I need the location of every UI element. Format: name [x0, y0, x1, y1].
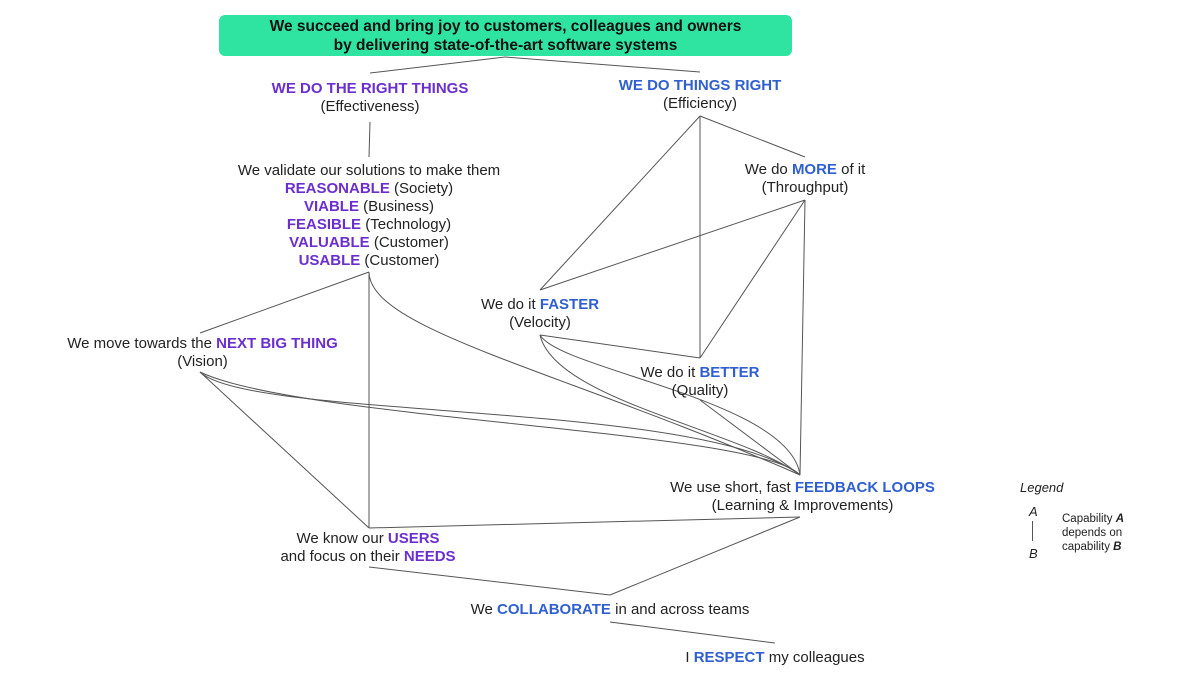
- edge-goal-things-right: [504, 56, 701, 73]
- edge-better-feedback: [699, 399, 801, 476]
- node-more: We do MORE of it (Throughput): [735, 161, 875, 197]
- node-faster: We do it FASTER (Velocity): [470, 296, 610, 332]
- goal-line-2: by delivering state-of-the-art software …: [333, 37, 678, 54]
- legend-text-1: Capability: [1062, 513, 1116, 525]
- right-things-title: WE DO THE RIGHT THINGS: [271, 80, 469, 97]
- edge-things-right-more: [699, 115, 806, 158]
- validate-row: VIABLE (Business): [229, 198, 509, 216]
- next-pre: We move towards the: [67, 335, 217, 352]
- legend-explanation: Capability A depends on capability B: [1062, 512, 1124, 554]
- goal-line-1: We succeed and bring joy to customers, c…: [269, 18, 742, 35]
- edge-users-collab: [368, 566, 611, 596]
- edge-feedback-collab: [609, 516, 801, 596]
- next-sub: (Vision): [177, 353, 228, 370]
- feedback-pre: We use short, fast: [670, 479, 795, 496]
- edge-validate-next: [199, 271, 370, 334]
- faster-hl: FASTER: [539, 296, 600, 313]
- legend-a: A: [1029, 504, 1038, 519]
- feedback-sub: (Learning & Improvements): [711, 497, 894, 514]
- legend-dependency-line: [1032, 521, 1033, 541]
- validate-key-feasible: FEASIBLE: [286, 216, 362, 233]
- legend-text-3: capability: [1062, 541, 1114, 553]
- collab-hl: COLLABORATE: [497, 601, 611, 618]
- validate-val-technology: (Technology): [361, 216, 452, 233]
- edge-things-right-faster: [539, 115, 701, 291]
- edge-more-feedback: [799, 199, 806, 476]
- better-pre: We do it: [640, 364, 700, 381]
- node-next-big-thing: We move towards the NEXT BIG THING (Visi…: [55, 335, 350, 371]
- validate-intro: We validate our solutions to make them: [237, 162, 501, 179]
- validate-key-viable: VIABLE: [303, 198, 359, 215]
- better-hl: BETTER: [699, 364, 760, 381]
- faster-pre: We do it: [480, 296, 540, 313]
- validate-val-business: (Business): [358, 198, 435, 215]
- validate-row: VALUABLE (Customer): [229, 234, 509, 252]
- more-hl: MORE: [791, 161, 837, 178]
- respect-hl: RESPECT: [693, 649, 765, 666]
- edge-next-feedback-b: [199, 371, 801, 476]
- node-things-right: WE DO THINGS RIGHT (Efficiency): [610, 77, 790, 113]
- things-right-sub: (Efficiency): [663, 95, 737, 112]
- users-pre: We know our: [296, 530, 388, 547]
- legend-title: Legend: [1020, 480, 1064, 495]
- edge-next-feedback-a: [199, 371, 801, 476]
- edge-faster-better: [539, 334, 701, 359]
- node-respect: I RESPECT my colleagues: [670, 649, 880, 667]
- goal-banner: We succeed and bring joy to customers, c…: [219, 15, 792, 56]
- edge-faster-feedback-b: [539, 334, 801, 476]
- more-sub: (Throughput): [761, 179, 849, 196]
- validate-val-society: (Society): [389, 180, 454, 197]
- validate-row: FEASIBLE (Technology): [229, 216, 509, 234]
- edge-collab-respect: [609, 621, 776, 644]
- edge-more-better: [699, 199, 806, 359]
- more-pre: We do: [744, 161, 792, 178]
- validate-row: USABLE (Customer): [229, 252, 509, 270]
- validate-val-customer-2: (Customer): [360, 252, 440, 269]
- users-pre2: and focus on their: [280, 548, 404, 565]
- edge-right-things-validate: [368, 121, 371, 158]
- edge-more-faster: [539, 199, 806, 291]
- validate-row: REASONABLE (Society): [229, 180, 509, 198]
- things-right-title: WE DO THINGS RIGHT: [618, 77, 782, 94]
- respect-post: my colleagues: [764, 649, 865, 666]
- collab-pre: We: [470, 601, 498, 618]
- node-collaborate: We COLLABORATE in and across teams: [460, 601, 760, 619]
- respect-pre: I: [685, 649, 694, 666]
- validate-key-reasonable: REASONABLE: [284, 180, 390, 197]
- node-validate: We validate our solutions to make them R…: [229, 162, 509, 270]
- collab-post: in and across teams: [610, 601, 750, 618]
- more-post: of it: [836, 161, 866, 178]
- users-hl: USERS: [387, 530, 440, 547]
- legend-text-a: A: [1115, 513, 1125, 525]
- edge-users-feedback: [368, 516, 801, 529]
- legend-b: B: [1029, 546, 1038, 561]
- users-hl2: NEEDS: [403, 548, 456, 565]
- edge-faster-feedback-a: [539, 334, 801, 476]
- legend-text-2: depends on: [1062, 527, 1123, 539]
- edge-goal-right-things: [369, 56, 506, 74]
- legend: Legend A B Capability A depends on capab…: [1010, 480, 1150, 570]
- node-right-things: WE DO THE RIGHT THINGS (Effectiveness): [270, 80, 470, 116]
- edge-validate-feedback: [368, 271, 801, 476]
- node-users: We know our USERS and focus on their NEE…: [268, 530, 468, 566]
- better-sub: (Quality): [671, 382, 729, 399]
- node-feedback-loops: We use short, fast FEEDBACK LOOPS (Learn…: [660, 479, 945, 515]
- legend-text-b: B: [1113, 541, 1122, 553]
- edge-next-users: [199, 371, 370, 529]
- validate-val-customer-1: (Customer): [369, 234, 449, 251]
- right-things-sub: (Effectiveness): [320, 98, 420, 115]
- node-better: We do it BETTER (Quality): [630, 364, 770, 400]
- next-hl: NEXT BIG THING: [216, 335, 338, 352]
- faster-sub: (Velocity): [509, 314, 571, 331]
- validate-key-valuable: VALUABLE: [289, 234, 370, 251]
- validate-key-usable: USABLE: [298, 252, 361, 269]
- feedback-hl: FEEDBACK LOOPS: [794, 479, 935, 496]
